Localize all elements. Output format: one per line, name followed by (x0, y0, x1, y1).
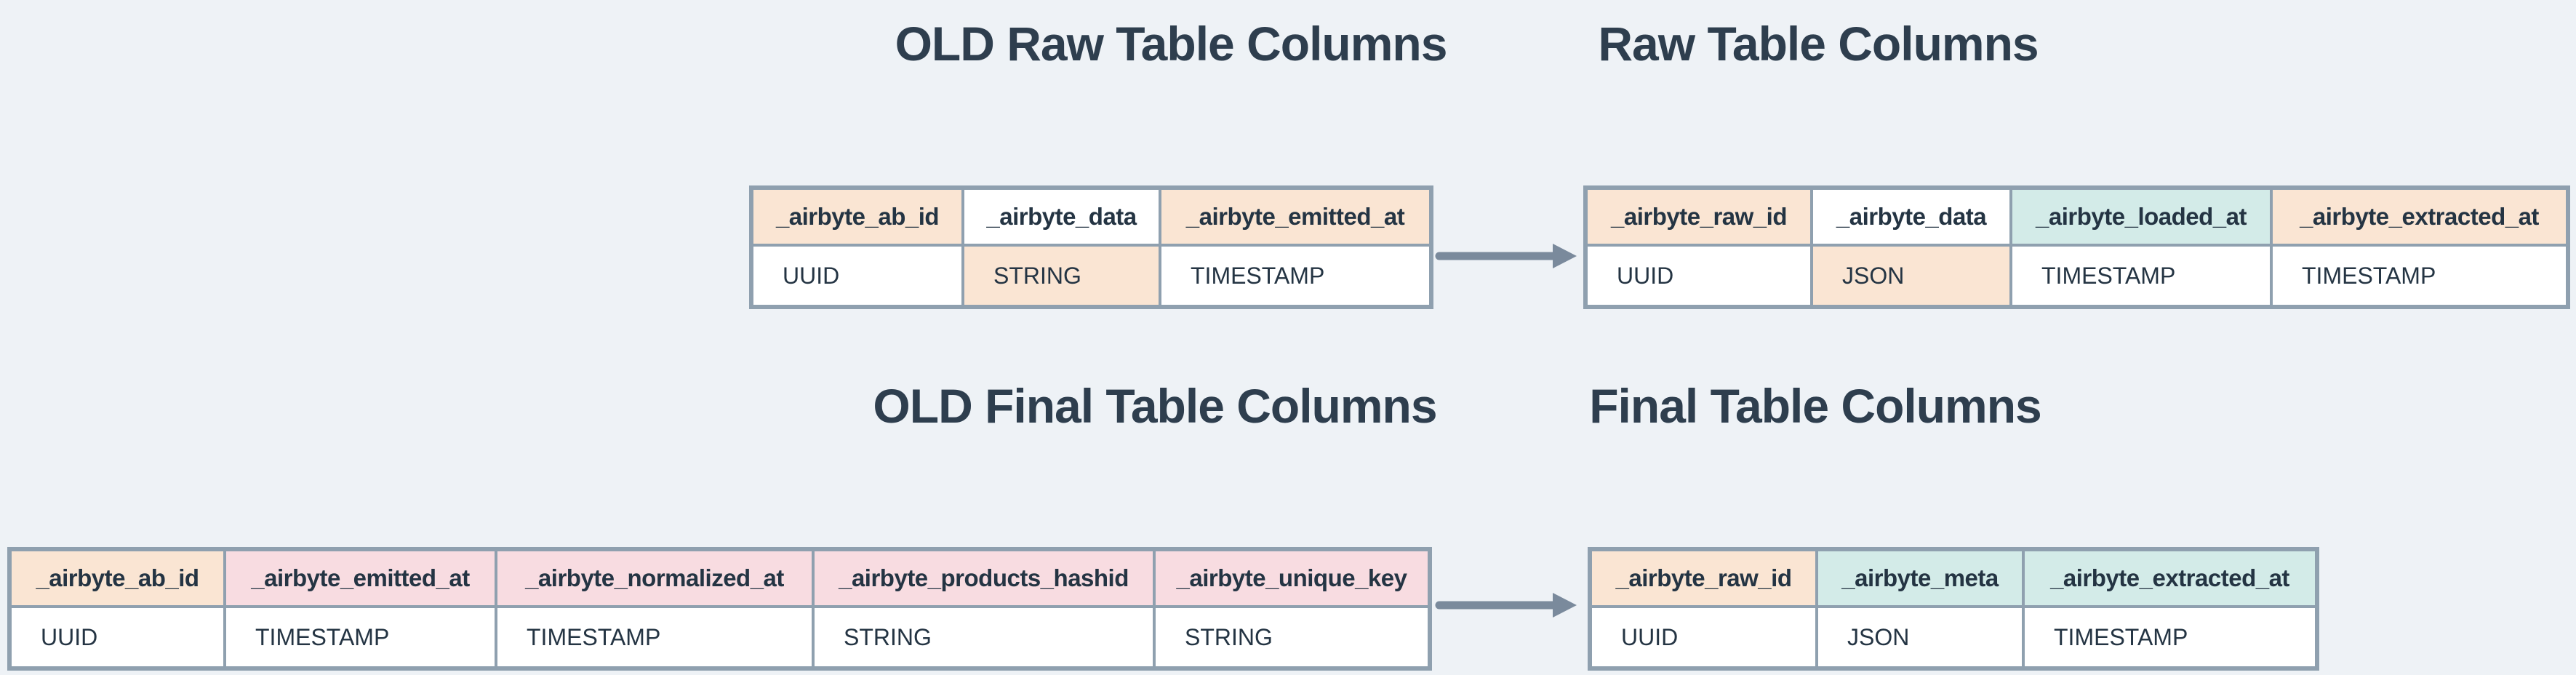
column-type-cell: TIMESTAMP (2009, 244, 2273, 308)
title-old-raw-table-columns: OLD Raw Table Columns (895, 17, 1448, 71)
column-type-cell: TIMESTAMP (2022, 605, 2319, 670)
column-header: _airbyte_emitted_at (1159, 186, 1433, 247)
column-type-cell: STRING (961, 244, 1161, 308)
title-old-final-table-columns: OLD Final Table Columns (873, 379, 1437, 433)
column-header: _airbyte_loaded_at (2009, 186, 2273, 247)
column-type-cell: TIMESTAMP (2270, 244, 2569, 308)
column-type-cell: UUID (1584, 244, 1813, 308)
column-type-cell: UUID (1588, 605, 1818, 670)
column-header: _airbyte_emitted_at (223, 548, 497, 608)
old-raw-table: _airbyte_ab_id_airbyte_data_airbyte_emit… (749, 185, 1433, 309)
column-type-cell: TIMESTAMP (223, 605, 497, 670)
title-raw-table-columns: Raw Table Columns (1598, 17, 2039, 71)
column-type-cell: JSON (1815, 605, 2025, 670)
column-type-cell: STRING (1153, 605, 1431, 670)
header-row: _airbyte_ab_id_airbyte_emitted_at_airbyt… (8, 548, 1431, 608)
column-header: _airbyte_data (1810, 186, 2012, 247)
column-header: _airbyte_ab_id (750, 186, 964, 247)
raw-table: _airbyte_raw_id_airbyte_data_airbyte_loa… (1583, 185, 2570, 309)
column-header: _airbyte_raw_id (1588, 548, 1818, 608)
column-header: _airbyte_normalized_at (495, 548, 815, 608)
column-type-cell: UUID (750, 244, 964, 308)
right-arrow-icon (1435, 593, 1577, 618)
column-header: _airbyte_unique_key (1153, 548, 1431, 608)
final-table: _airbyte_raw_id_airbyte_meta_airbyte_ext… (1588, 547, 2319, 671)
right-arrow-icon (1435, 244, 1577, 268)
column-header: _airbyte_data (961, 186, 1161, 247)
column-header: _airbyte_raw_id (1584, 186, 1813, 247)
column-header: _airbyte_products_hashid (812, 548, 1156, 608)
header-row: _airbyte_raw_id_airbyte_meta_airbyte_ext… (1588, 548, 2319, 608)
column-header: _airbyte_extracted_at (2022, 548, 2319, 608)
header-row: _airbyte_ab_id_airbyte_data_airbyte_emit… (750, 186, 1433, 247)
column-header: _airbyte_extracted_at (2270, 186, 2569, 247)
column-type-cell: UUID (8, 605, 226, 670)
column-type-cell: TIMESTAMP (1159, 244, 1433, 308)
old-final-table: _airbyte_ab_id_airbyte_emitted_at_airbyt… (7, 547, 1432, 671)
column-type-cell: STRING (812, 605, 1156, 670)
column-type-cell: JSON (1810, 244, 2012, 308)
column-header: _airbyte_ab_id (8, 548, 226, 608)
column-type-cell: TIMESTAMP (495, 605, 815, 670)
header-row: _airbyte_raw_id_airbyte_data_airbyte_loa… (1584, 186, 2569, 247)
column-header: _airbyte_meta (1815, 548, 2025, 608)
title-final-table-columns: Final Table Columns (1589, 379, 2042, 433)
